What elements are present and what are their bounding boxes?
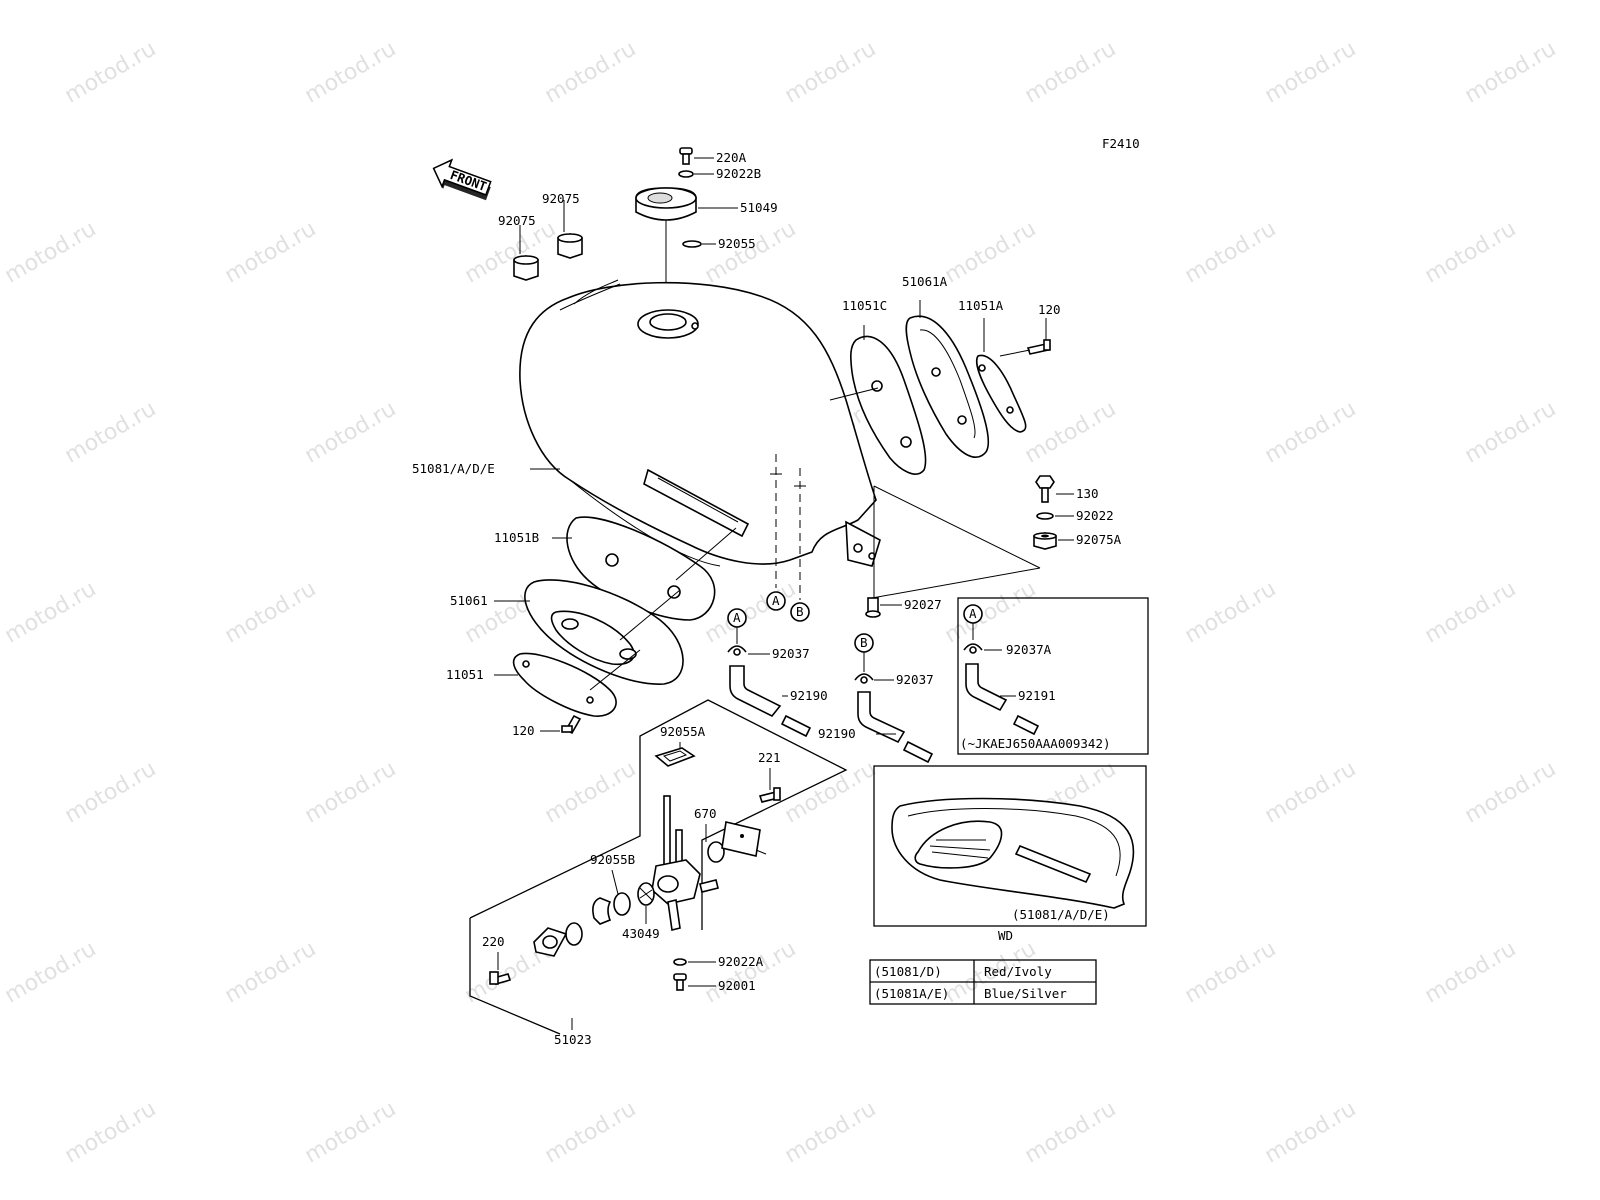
label-92022: 92022 [1076, 508, 1114, 523]
svg-text:A: A [733, 610, 741, 625]
clamp-92037-b-icon [854, 673, 874, 684]
filter-43049-icon [637, 882, 655, 906]
front-arrow-icon: FRONT [432, 158, 492, 201]
label-120-right: 120 [1038, 302, 1061, 317]
label-92037A: 92037A [1006, 642, 1052, 657]
clamp-92037A-icon [963, 643, 983, 654]
screw-221-icon [758, 768, 781, 803]
emblem-11051C [850, 325, 927, 475]
cover-plate [721, 821, 767, 857]
svg-text:A: A [772, 593, 780, 608]
emblem-11051A [975, 318, 1027, 433]
diaphragm [592, 897, 612, 925]
bolt-130-icon [1035, 475, 1055, 503]
hose-92190-a [729, 665, 812, 738]
fuel-tank-51081 [519, 279, 881, 567]
label-130: 130 [1076, 486, 1099, 501]
marker-A-inset: A [969, 606, 977, 621]
fuel-cock-body [651, 795, 719, 931]
label-92001: 92001 [718, 978, 756, 993]
inset-serial-label: (~JKAEJ650AAA009342) [960, 736, 1111, 751]
damper-92075A-icon [1033, 532, 1057, 550]
inset-tank-label: (51081/A/D/E) [1012, 907, 1110, 922]
color-table-code-0: (51081/D) [874, 964, 942, 979]
figure-code: F2410 [1102, 136, 1140, 151]
fuel-cap-51049 [635, 187, 697, 221]
screw-220A-icon [679, 147, 693, 165]
bolt-92001-icon [673, 973, 687, 991]
label-670: 670 [694, 806, 717, 821]
emblem-plate-51061A [905, 300, 990, 458]
marker-B-hose: B [854, 633, 874, 653]
o-ring-92055-icon [682, 240, 702, 248]
collar-92027-icon [865, 597, 881, 618]
label-92022B: 92022B [716, 166, 761, 181]
label-11051: 11051 [446, 667, 484, 682]
clamp-92037-a-icon [727, 645, 747, 656]
label-92022A: 92022A [718, 954, 764, 969]
marker-A-hose: A [727, 608, 747, 628]
label-221: 221 [758, 750, 781, 765]
label-120-left: 120 [512, 723, 535, 738]
label-92075-left: 92075 [498, 213, 536, 228]
inset-tank-variant: (51081/A/D/E) [873, 765, 1147, 927]
label-220A: 220A [716, 150, 747, 165]
label-51061A: 51061A [902, 274, 948, 289]
screw-120-right-icon [1026, 318, 1051, 355]
label-92075A: 92075A [1076, 532, 1122, 547]
label-92055: 92055 [718, 236, 756, 251]
damper-92075-left [513, 225, 539, 281]
label-92190-a: 92190 [790, 688, 828, 703]
rear-mount-guide-lines [871, 485, 1041, 600]
label-51061: 51061 [450, 593, 488, 608]
label-92055A: 92055A [660, 724, 706, 739]
label-11051C: 11051C [842, 298, 887, 313]
lever-plate [533, 927, 568, 957]
washer-92022B-icon [678, 170, 694, 178]
label-92190-b: 92190 [818, 726, 856, 741]
emblem-11051 [494, 652, 617, 717]
hose-92190-b [857, 691, 934, 764]
marker-A-tank: A [766, 591, 786, 611]
label-92191: 92191 [1018, 688, 1056, 703]
o-ring-92055B-icon [613, 892, 631, 916]
o-ring-670-icon [705, 824, 725, 863]
label-51081: 51081/A/D/E [412, 461, 495, 476]
label-92055B: 92055B [590, 852, 635, 867]
marker-B-tank: B [790, 602, 810, 622]
label-51023: 51023 [554, 1032, 592, 1047]
label-92037-b: 92037 [896, 672, 934, 687]
label-51049: 51049 [740, 200, 778, 215]
label-92037-a: 92037 [772, 646, 810, 661]
label-220: 220 [482, 934, 505, 949]
inset-serial-variant: A 92037A 92191 (~JKAEJ650AAA009342) [957, 597, 1149, 755]
svg-text:B: B [860, 635, 868, 650]
color-table-color-1: Blue/Silver [984, 986, 1067, 1001]
label-11051B: 11051B [494, 530, 539, 545]
gasket-92055A [654, 742, 696, 767]
color-table-color-0: Red/Ivoly [984, 964, 1052, 979]
label-11051A: 11051A [958, 298, 1004, 313]
washer-92022A-icon [673, 958, 687, 966]
dashed-connector-lines [770, 454, 806, 600]
fuel-cock-group-outline [469, 699, 848, 1035]
emblem-11051B [552, 516, 716, 621]
label-43049: 43049 [622, 926, 660, 941]
svg-text:B: B [796, 604, 804, 619]
emblem-plate-51061 [494, 579, 684, 685]
damper-92075-top [557, 200, 583, 259]
label-92075-top: 92075 [542, 191, 580, 206]
o-ring-small [565, 922, 583, 946]
color-table-code-1: (51081A/E) [874, 986, 949, 1001]
screw-120-left-icon [561, 714, 582, 735]
screw-220-icon [489, 952, 512, 985]
color-table: (51081/D) Red/Ivoly (51081A/E) Blue/Silv… [869, 959, 1097, 1005]
label-92027: 92027 [904, 597, 942, 612]
hose-92191 [965, 663, 1040, 736]
washer-92022-icon [1036, 512, 1054, 520]
variant-label-wd: WD [998, 928, 1013, 943]
